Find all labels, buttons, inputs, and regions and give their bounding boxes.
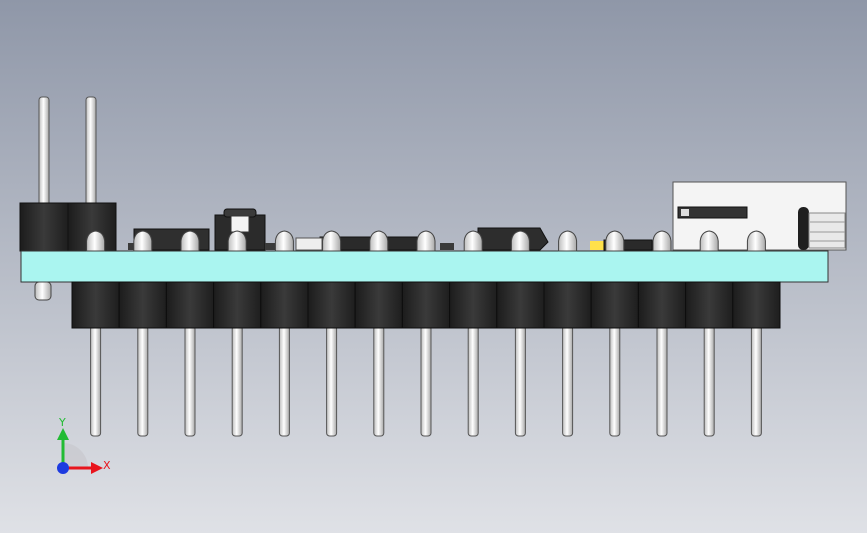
header-pin — [420, 325, 432, 437]
solder-joint — [133, 230, 153, 252]
crystal-window — [230, 215, 250, 233]
header-pin — [85, 96, 97, 208]
header-pin — [184, 325, 196, 437]
header-block — [354, 281, 403, 329]
solder-joint — [416, 230, 436, 252]
usb-connector-slot — [677, 206, 748, 219]
solder-joint — [180, 230, 200, 252]
header-pin — [90, 325, 102, 437]
usb-connector-latch — [798, 207, 809, 250]
header-block — [732, 281, 781, 329]
z-axis-dot — [57, 462, 69, 474]
header-pin — [137, 325, 149, 437]
top-header-block — [19, 202, 69, 252]
axis-triad: Y X — [57, 416, 111, 474]
header-pin — [326, 325, 338, 437]
header-block — [685, 281, 734, 329]
y-axis-label: Y — [58, 416, 66, 429]
header-block — [496, 281, 545, 329]
pcb-model[interactable] — [19, 96, 847, 437]
pin-stub — [34, 281, 52, 301]
solder-joint — [746, 230, 766, 252]
solder-joint — [652, 230, 672, 252]
solder-joint — [605, 230, 625, 252]
header-block — [590, 281, 639, 329]
header-block — [543, 281, 592, 329]
solder-joint — [463, 230, 483, 252]
status-led — [590, 241, 604, 250]
header-block — [307, 281, 356, 329]
header-pin — [562, 325, 574, 437]
solder-joint — [322, 230, 342, 252]
usb-connector-tab — [808, 212, 846, 249]
header-block — [449, 281, 498, 329]
pcb-board[interactable] — [20, 250, 829, 283]
header-pin — [514, 325, 526, 437]
header-block — [213, 281, 262, 329]
smd-resistor — [295, 237, 323, 251]
solder-joint — [274, 230, 294, 252]
header-block — [260, 281, 309, 329]
solder-joint — [699, 230, 719, 252]
bottom-pin-header[interactable] — [71, 230, 781, 437]
header-pin — [656, 325, 668, 437]
header-pin — [703, 325, 715, 437]
header-block — [71, 281, 120, 329]
header-pin — [278, 325, 290, 437]
usb-connector[interactable] — [672, 181, 847, 251]
smd-part-small — [440, 243, 454, 250]
header-block — [118, 281, 167, 329]
header-block — [401, 281, 451, 329]
smd-part-small — [265, 243, 277, 250]
smd-part-small — [128, 243, 138, 250]
solder-joint — [510, 230, 530, 252]
header-pin — [609, 325, 621, 437]
header-pin — [750, 325, 762, 437]
x-axis-arrowhead — [91, 462, 103, 474]
header-block — [637, 281, 687, 329]
usb-connector-slot-highlight — [681, 209, 689, 216]
header-pin — [373, 325, 385, 437]
solder-joint — [558, 230, 578, 252]
smd-part — [603, 239, 653, 251]
y-axis-arrowhead — [57, 428, 69, 440]
header-block — [165, 281, 215, 329]
solder-joint — [369, 230, 389, 252]
x-axis-label: X — [103, 459, 111, 472]
solder-joint — [86, 230, 106, 252]
header-pin — [467, 325, 479, 437]
header-pin — [231, 325, 243, 437]
triad-arc — [63, 443, 88, 468]
header-pin — [38, 96, 50, 208]
solder-joint — [227, 230, 247, 252]
